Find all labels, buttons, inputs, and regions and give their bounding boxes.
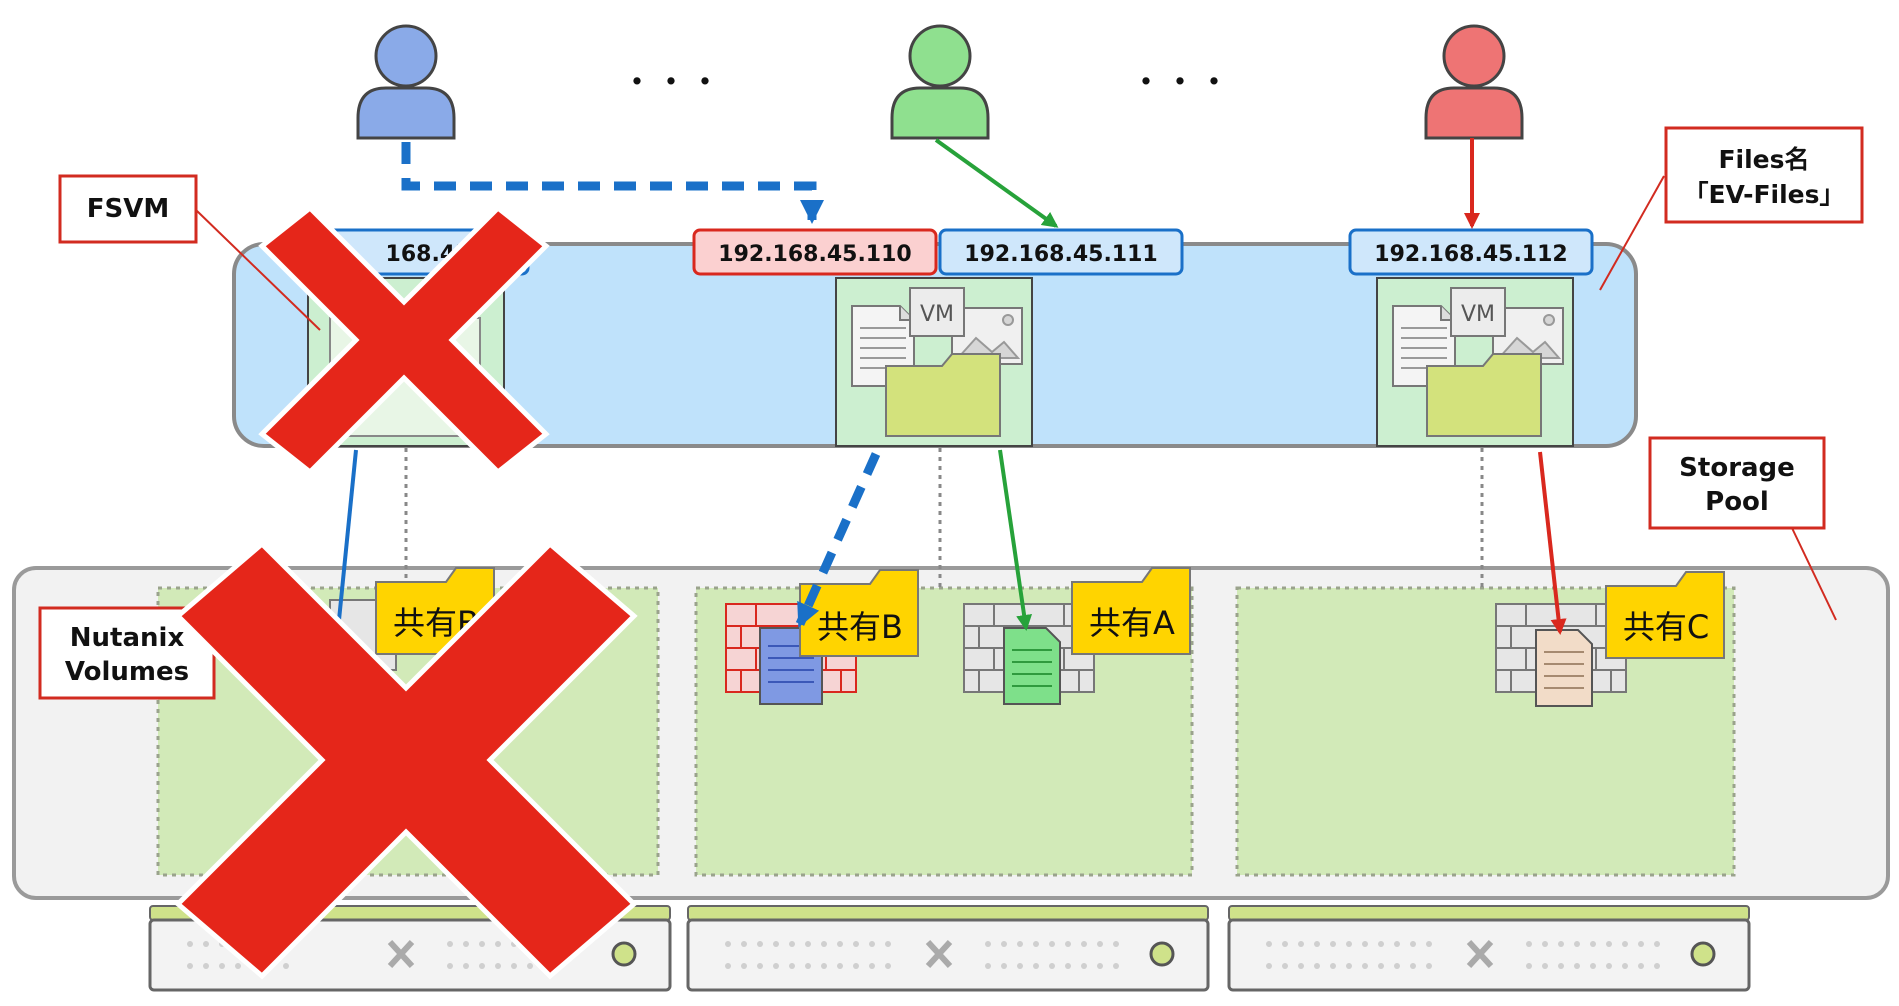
ip-label-112-text: 192.168.45.112 — [1374, 242, 1567, 267]
failure-x-icon-node — [174, 540, 638, 980]
vm-badge-text-3: VM — [1461, 302, 1495, 327]
fsvm-callout-pointer — [195, 209, 321, 331]
fsvm-2-to-share-a-arrow — [998, 449, 1033, 631]
ellipsis-2: ・・・ — [1129, 63, 1231, 103]
fsvm-callout-text: FSVM — [87, 194, 169, 224]
storage-pool-line2: Pool — [1705, 487, 1769, 517]
files-name-callout-pointer — [1599, 175, 1665, 291]
ip-label-112: 192.168.45.112 — [1348, 228, 1594, 276]
ip-label-110: 192.168.45.110 — [692, 228, 938, 276]
green-user-arrow — [934, 138, 1059, 228]
share-b-volume: 共有B — [725, 569, 919, 705]
user-green-icon — [890, 24, 990, 140]
share-a-label: 共有A — [1089, 604, 1175, 642]
share-a-volume: 共有A — [963, 567, 1191, 705]
folder-icon-3 — [1426, 353, 1542, 437]
ip-label-110-text: 192.168.45.110 — [718, 242, 911, 267]
vm-badge-3 — [1450, 287, 1506, 337]
files-name-callout: Files名 「EV-Files」 — [1664, 126, 1864, 224]
ip-label-111-text: 192.168.45.111 — [964, 242, 1157, 267]
storage-pool-callout: Storage Pool — [1648, 436, 1826, 530]
failure-x-icon-fsvm — [258, 204, 550, 476]
server-node-2 — [686, 904, 1210, 992]
fsvm-2-to-share-b-arrow — [795, 452, 881, 628]
share-c-volume: 共有C — [1495, 571, 1725, 707]
vm-badge-text-2: VM — [920, 302, 954, 327]
fsvm-callout: FSVM — [58, 174, 198, 244]
user-red-icon — [1424, 24, 1524, 140]
files-name-line1: Files名 — [1718, 145, 1809, 174]
ip-label-111: 192.168.45.111 — [938, 228, 1184, 276]
fsvm-node-3: VM — [1376, 277, 1574, 447]
storage-pool-line1: Storage — [1679, 453, 1795, 483]
nutanix-volumes-line2: Volumes — [65, 657, 189, 687]
vm-badge-2 — [909, 287, 965, 337]
server-node-3 — [1227, 904, 1751, 992]
fsvm-node-2: VM — [835, 277, 1033, 447]
share-c-label: 共有C — [1623, 608, 1709, 646]
ellipsis-1: ・・・ — [620, 63, 722, 103]
failed-fsvm-to-share-arrow — [333, 449, 358, 635]
folder-icon-2 — [885, 353, 1001, 437]
files-name-line2: 「EV-Files」 — [1683, 180, 1844, 209]
fsvm-3-to-share-c-arrow — [1538, 451, 1567, 635]
share-b-label: 共有B — [817, 608, 903, 646]
blue-user-failover-arrow — [401, 142, 824, 224]
nutanix-volumes-line1: Nutanix — [70, 623, 185, 653]
storage-pool-callout-pointer — [1791, 527, 1837, 621]
user-blue-icon — [356, 24, 456, 140]
